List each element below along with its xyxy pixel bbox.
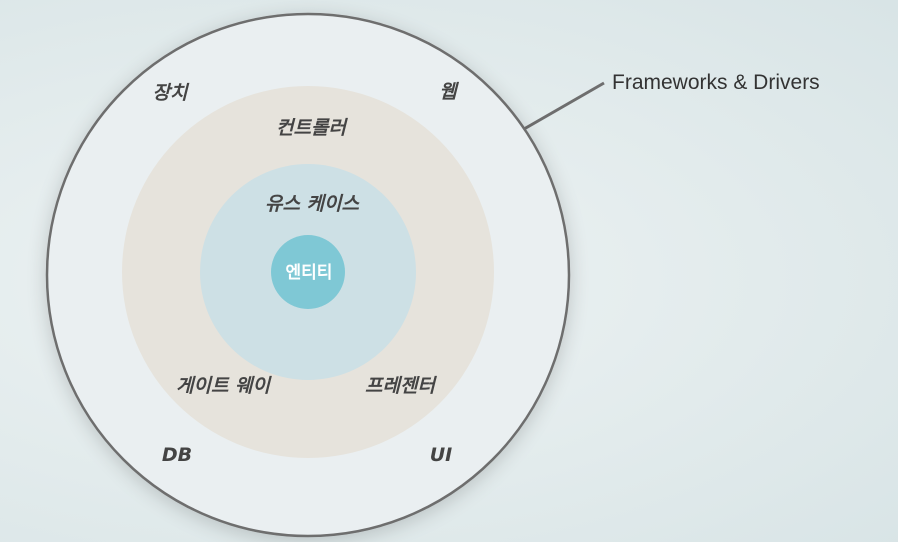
adapters-item-controller: 컨트롤러	[276, 117, 348, 139]
frameworks-item-ui: UI	[430, 444, 453, 466]
frameworks-item-web: 웹	[439, 81, 459, 103]
callout-line	[523, 81, 605, 131]
entities-core	[271, 235, 345, 309]
adapters-item-presenter: 프레젠터	[365, 375, 437, 397]
use-cases-label: 유스 케이스	[265, 193, 361, 215]
frameworks-item-device: 장치	[153, 82, 190, 104]
frameworks-drivers-label: Frameworks & Drivers	[612, 71, 820, 94]
entities-label: 엔티티	[286, 263, 333, 283]
frameworks-item-db: DB	[162, 444, 192, 466]
adapters-item-gateway: 게이트 웨이	[176, 375, 273, 397]
